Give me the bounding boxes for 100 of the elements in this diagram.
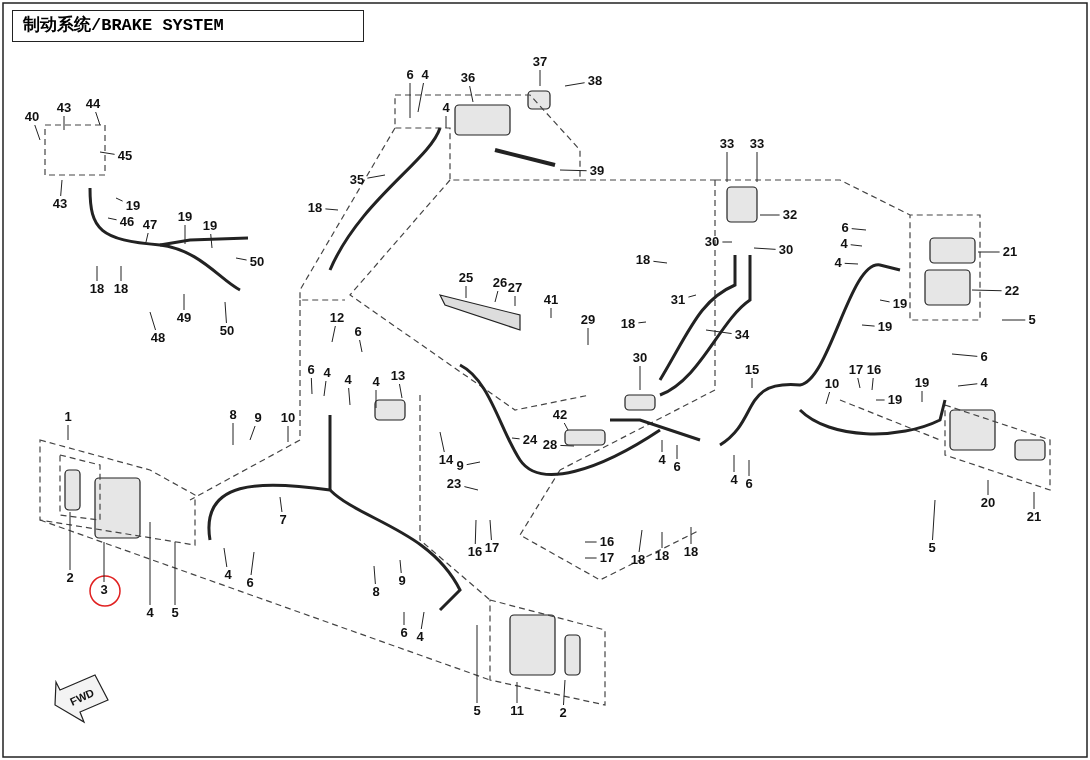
callout-number: 47 — [142, 218, 158, 232]
leader-line — [149, 521, 151, 606]
callout-number: 8 — [229, 408, 237, 422]
leader-line — [676, 444, 678, 460]
callout-number: 50 — [219, 324, 235, 338]
callout-number: 38 — [587, 74, 603, 88]
callout-number: 26 — [492, 276, 508, 290]
leader-line — [751, 377, 753, 389]
callout-number: 34 — [734, 328, 750, 342]
leader-line — [463, 486, 479, 491]
callout-number: 2 — [66, 571, 74, 585]
leader-line — [149, 311, 157, 331]
leader-line — [120, 265, 122, 282]
leader-line — [825, 391, 831, 405]
leader-line — [465, 285, 467, 299]
callout-number: 29 — [580, 313, 596, 327]
callout-number: 30 — [632, 351, 648, 365]
leader-line — [516, 681, 518, 704]
callout-number: 18 — [683, 545, 699, 559]
callout-number: 4 — [323, 366, 331, 380]
callout-number: 6 — [980, 350, 988, 364]
callout-number: 1 — [64, 410, 72, 424]
leader-line — [469, 85, 474, 103]
callout-number: 2 — [559, 706, 567, 720]
callout-number: 18 — [307, 201, 323, 215]
leader-line — [466, 461, 481, 466]
leader-line — [511, 437, 521, 440]
callout-number: 9 — [398, 574, 406, 588]
callout-number: 36 — [460, 71, 476, 85]
callout-number: 43 — [56, 101, 72, 115]
callout-number: 48 — [150, 331, 166, 345]
callout-number: 6 — [246, 576, 254, 590]
leader-line — [60, 179, 63, 197]
callout-number: 39 — [589, 164, 605, 178]
leader-line — [861, 324, 876, 327]
leader-line — [366, 174, 386, 179]
leader-line — [584, 541, 598, 543]
callout-number: 4 — [730, 473, 738, 487]
leader-line — [638, 529, 643, 553]
leader-line — [639, 365, 641, 391]
leader-line — [103, 541, 105, 583]
leader-line — [373, 565, 376, 585]
leader-line — [99, 151, 116, 155]
leader-line — [63, 115, 65, 131]
callout-number: 15 — [744, 363, 760, 377]
leader-line — [67, 424, 69, 441]
callout-number: 4 — [344, 373, 352, 387]
callout-number: 4 — [834, 256, 842, 270]
direction-label: FWD — [67, 685, 97, 709]
leader-line — [323, 380, 327, 397]
callout-number: 9 — [456, 459, 464, 473]
callout-number: 43 — [52, 197, 68, 211]
callout-number: 17 — [848, 363, 864, 377]
leader-line — [494, 290, 499, 303]
callout-number: 37 — [532, 55, 548, 69]
leader-line — [489, 519, 492, 541]
callout-number: 25 — [458, 271, 474, 285]
callout-number: 19 — [887, 393, 903, 407]
callout-number: 12 — [329, 311, 345, 325]
callout-number: 5 — [171, 606, 179, 620]
callout-number: 6 — [673, 460, 681, 474]
callout-number: 7 — [279, 513, 287, 527]
callout-number: 23 — [446, 477, 462, 491]
callout-number: 3 — [100, 583, 108, 597]
leader-line — [1033, 491, 1035, 510]
leader-line — [107, 217, 118, 221]
callout-number: 32 — [782, 208, 798, 222]
callout-number: 24 — [522, 433, 538, 447]
callout-number: 6 — [406, 68, 414, 82]
leader-line — [921, 390, 923, 403]
callout-number: 10 — [280, 411, 296, 425]
leader-line — [445, 115, 447, 129]
callout-number: 31 — [670, 293, 686, 307]
leader-line — [932, 499, 936, 541]
leader-line — [348, 387, 351, 406]
leader-line — [563, 679, 566, 706]
callout-number: 5 — [1028, 313, 1036, 327]
leader-line — [279, 496, 283, 513]
callout-number: 21 — [1026, 510, 1042, 524]
leader-line — [223, 547, 228, 568]
callout-number: 28 — [542, 438, 558, 452]
callout-number: 19 — [914, 376, 930, 390]
leader-line — [539, 69, 541, 87]
callout-number: 4 — [658, 453, 666, 467]
leader-line — [733, 454, 735, 473]
callout-number: 4 — [416, 630, 424, 644]
leader-line — [514, 295, 516, 307]
leader-line — [844, 262, 859, 265]
leader-line — [748, 459, 750, 477]
leader-line — [210, 233, 213, 249]
callout-number: 6 — [354, 325, 362, 339]
leader-line — [661, 439, 663, 453]
callout-number: 41 — [543, 293, 559, 307]
callout-number: 18 — [630, 553, 646, 567]
callout-number: 46 — [119, 215, 135, 229]
leader-line — [857, 377, 861, 389]
callout-number: 4 — [421, 68, 429, 82]
callout-number: 44 — [85, 97, 101, 111]
callout-number: 14 — [438, 453, 454, 467]
leader-line — [977, 251, 1001, 253]
